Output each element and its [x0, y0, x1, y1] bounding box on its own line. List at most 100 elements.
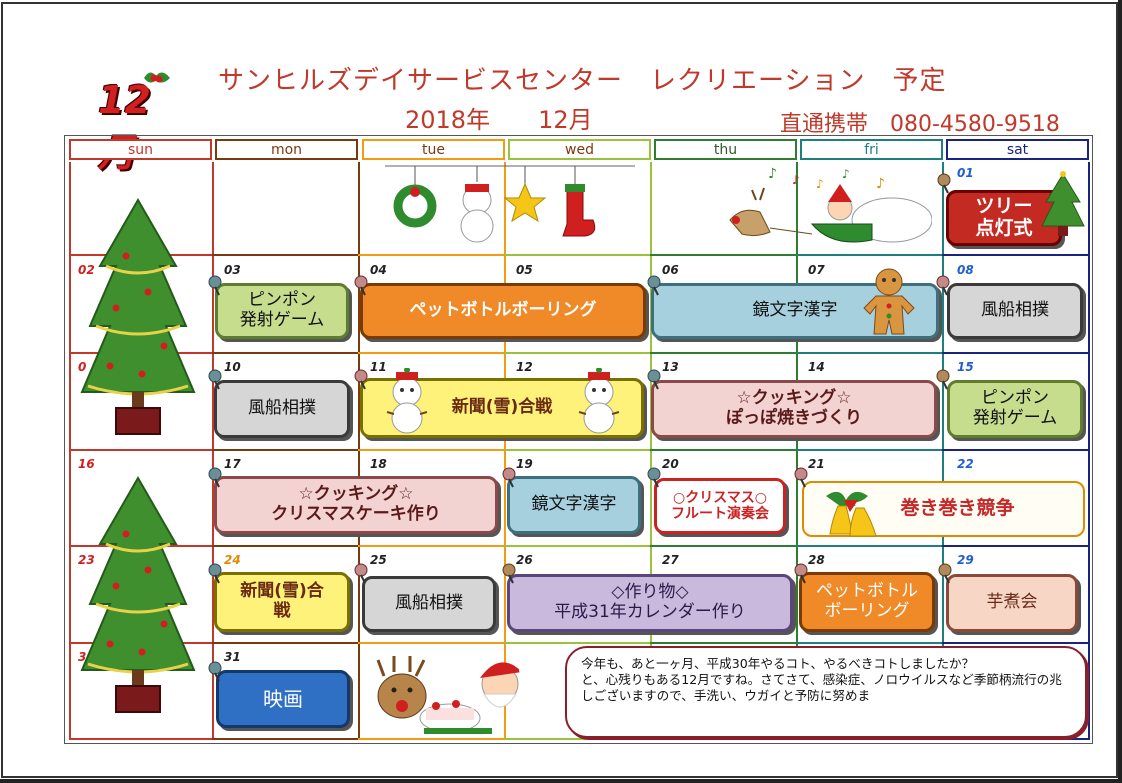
event-balloon-sumo[interactable]: 風船相撲 [214, 380, 350, 438]
pushpin-icon [647, 369, 661, 390]
event-balloon-sumo[interactable]: 風船相撲 [947, 283, 1083, 339]
grid-line [69, 642, 1090, 644]
christmas-tree-icon [80, 475, 196, 713]
day-number: 08 [957, 263, 974, 277]
pushpin-icon [208, 467, 222, 488]
event-cooking-poppoyaki[interactable]: ☆クッキング☆ ぽっぽ焼きづくり [651, 380, 937, 438]
frame-shadow-bottom [0, 779, 1122, 783]
calendar-grid [64, 135, 1093, 744]
weekday-thu: thu [654, 139, 797, 160]
christmas-tree-icon [1041, 171, 1085, 236]
pushpin-icon [936, 369, 950, 390]
monthly-message-text: 今年も、あと一ヶ月、平成30年やるコト、やるべきコトしましたか？ と、心残りもあ… [581, 656, 1062, 703]
day-number: 29 [957, 553, 974, 567]
day-number: 31 [224, 650, 241, 664]
day-number: 10 [224, 360, 241, 374]
weekday-sat: sat [946, 139, 1089, 160]
page-title: サンヒルズデイサービスセンター レクリエーション 予定 [218, 66, 947, 96]
event-tree-lighting[interactable]: ツリー 点灯式 [946, 190, 1062, 246]
grid-line [69, 545, 1090, 547]
weekday-mon: mon [215, 139, 358, 160]
ornaments-icon [385, 165, 635, 243]
svg-text:♪: ♪ [816, 177, 824, 191]
pushpin-icon [354, 275, 368, 296]
page-subtitle: 2018年 12月 [405, 106, 593, 134]
grid-line [942, 162, 944, 740]
grid-line [69, 449, 1090, 451]
day-number: 12 [516, 360, 533, 374]
event-bottle-bowling[interactable]: ペットボトルボーリング [360, 283, 646, 339]
grid-line [650, 162, 652, 740]
day-number: 13 [662, 360, 679, 374]
event-snow-fight[interactable]: 新聞(雪)合 戦 [214, 572, 350, 632]
day-number: 16 [78, 457, 95, 471]
grid-line [69, 352, 1090, 354]
day-number: 06 [662, 263, 679, 277]
day-number: 20 [662, 457, 679, 471]
pushpin-icon [208, 275, 222, 296]
event-balloon-sumo[interactable]: 風船相撲 [362, 576, 496, 632]
day-number: 03 [224, 263, 241, 277]
event-cooking-christmas-cake[interactable]: ☆クッキング☆ クリスマスケーキ作り [214, 476, 498, 534]
pushpin-icon [937, 173, 951, 194]
month-logo: 12月 [98, 66, 188, 175]
day-number: 19 [516, 457, 533, 471]
day-number: 14 [808, 360, 825, 374]
grid-line [212, 162, 214, 740]
weekday-wed: wed [508, 139, 651, 160]
day-number: 18 [370, 457, 387, 471]
event-bottle-bowling[interactable]: ペットボトル ボーリング [799, 572, 935, 632]
christmas-tree-icon [80, 197, 196, 435]
day-number: 30 [78, 650, 86, 664]
pushpin-icon [208, 369, 222, 390]
svg-text:♪: ♪ [792, 173, 800, 187]
day-number: 28 [808, 553, 825, 567]
pushpin-icon [647, 467, 661, 488]
day-number: 27 [662, 553, 679, 567]
pushpin-icon [938, 563, 952, 584]
day-number: 15 [957, 360, 974, 374]
event-pingpong-game[interactable]: ピンポン 発射ゲーム [947, 380, 1083, 438]
pushpin-icon [502, 467, 516, 488]
day-number: 22 [957, 457, 974, 471]
pushpin-icon [354, 369, 368, 390]
pushpin-icon [794, 467, 808, 488]
month-logo-text: 12月 [98, 78, 151, 175]
grid-line [796, 162, 798, 740]
pushpin-icon [936, 275, 950, 296]
grid-line [358, 162, 360, 740]
snowman-icon [386, 368, 428, 434]
grid-line [69, 254, 1090, 256]
day-number: 02 [78, 263, 95, 277]
svg-text:♪: ♪ [876, 176, 885, 192]
grid-line [504, 162, 506, 740]
weekday-fri: fri [800, 139, 943, 160]
event-flute-concert[interactable]: ○クリスマス○ フルート演奏会 [654, 478, 786, 534]
reindeer-sleigh-icon: ♪ ♪ ♪ ♪ ♪ [729, 166, 932, 243]
monthly-message: 今年も、あと一ヶ月、平成30年やるコト、やるべきコトしましたか？ と、心残りもあ… [565, 646, 1087, 738]
day-number: 26 [516, 553, 533, 567]
day-number: 21 [808, 457, 825, 471]
snowman-icon [578, 368, 620, 434]
pushpin-icon [208, 661, 222, 682]
gingerbread-icon [863, 268, 915, 335]
event-pingpong-game[interactable]: ピンポン 発射ゲーム [215, 283, 349, 339]
day-number: 24 [224, 553, 241, 567]
event-mirror-kanji[interactable]: 鏡文字漢字 [507, 476, 641, 534]
weekday-tue: tue [362, 139, 505, 160]
event-calendar-making[interactable]: ◇作り物◇ 平成31年カレンダー作り [507, 574, 793, 632]
grid-line [1088, 162, 1090, 740]
svg-text:♪: ♪ [768, 166, 777, 182]
day-number: 01 [957, 166, 974, 180]
weekday-sun: sun [69, 139, 212, 160]
day-number: 11 [370, 360, 387, 374]
pushpin-icon [502, 563, 516, 584]
event-movie[interactable]: 映画 [216, 670, 350, 728]
event-imoni[interactable]: 芋煮会 [946, 574, 1078, 632]
svg-text:♪: ♪ [842, 167, 850, 181]
day-number: 04 [370, 263, 387, 277]
pushpin-icon [647, 275, 661, 296]
pushpin-icon [208, 563, 222, 584]
phone-number: 直通携帯 080-4580-9518 [780, 112, 1060, 137]
